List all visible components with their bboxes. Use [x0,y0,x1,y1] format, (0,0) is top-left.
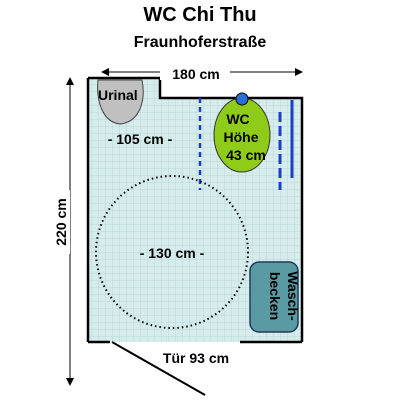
toilet-label-line2: Höhe [224,129,259,145]
sink-label-line2: becken [267,272,283,320]
urinal-label: Urinal [98,87,138,103]
flush-button-icon [235,92,249,106]
sink-label-line1: Wasch- [285,271,301,321]
toilet-label-line3: 43 cm [226,147,266,163]
door-label: Tür 93 cm [163,350,229,366]
room-walls [86,76,304,344]
door-leaf [111,341,206,396]
toilet-label-line1: WC [226,111,249,127]
turning-circle [95,175,249,329]
turning-circle-label: - 130 cm - [140,245,205,261]
urinal-fixture [97,79,144,125]
height-label: 220 cm [53,198,69,245]
page-subtitle: Fraunhoferstraße [133,34,267,51]
width-label: 180 cm [172,66,219,82]
sink-fixture [249,261,299,333]
page-title: WC Chi Thu [143,4,257,26]
urinal-clearance-label: - 105 cm - [108,131,173,147]
